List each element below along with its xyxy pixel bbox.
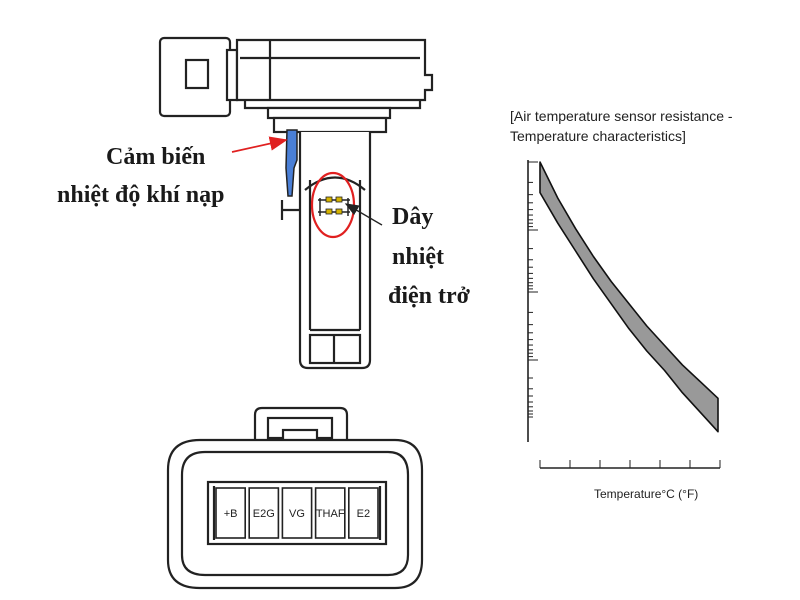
pin-label: +B xyxy=(224,508,238,520)
chart-title-line1: [Air temperature sensor resistance - xyxy=(510,108,733,124)
pin-cell xyxy=(248,487,280,539)
wire-label-line3: điện trở xyxy=(388,283,471,309)
connector-pins: +B E2G VG THAF E2 xyxy=(215,487,379,539)
intake-temp-sensor-element xyxy=(285,129,298,197)
pin-label: E2G xyxy=(253,508,275,520)
wire-label-line2: nhiệt xyxy=(392,244,444,270)
pin-cell xyxy=(347,487,379,539)
wire-callout-arrow xyxy=(344,203,383,226)
pin-label: E2 xyxy=(357,508,370,520)
x-axis-label: Temperature°C (°F) xyxy=(594,487,698,501)
chart-title-line2: Temperature characteristics] xyxy=(510,128,686,144)
pin-label: THAF xyxy=(316,508,345,520)
resistance-band xyxy=(539,161,719,433)
pin-cell xyxy=(314,487,346,539)
pin-cell xyxy=(281,487,313,539)
sensor-label-line1: Cảm biến xyxy=(106,144,205,170)
resistance-temperature-chart xyxy=(527,160,721,469)
pin-cell xyxy=(215,487,247,539)
sensor-label-line2: nhiệt độ khí nạp xyxy=(57,182,224,208)
wire-label-line1: Dây xyxy=(392,204,433,230)
sensor-callout-arrow xyxy=(231,136,288,153)
pin-label: VG xyxy=(289,508,305,520)
